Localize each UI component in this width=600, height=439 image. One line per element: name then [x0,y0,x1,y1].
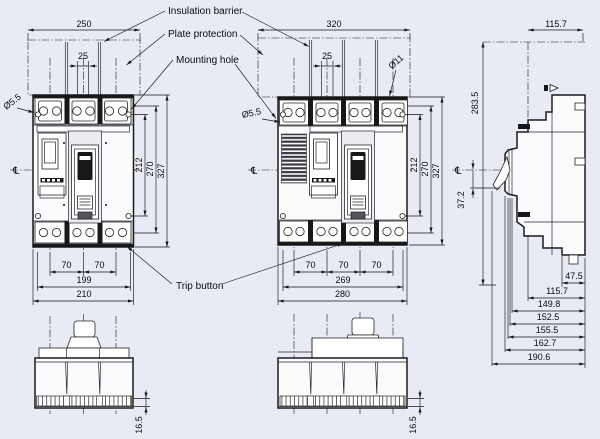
dim-16p5-3p: 16.5 [134,416,144,434]
bottom-terminals-4p [279,220,408,243]
dim-37p2: 37.2 [456,191,466,209]
dim-115p7-stack: 115.7 [546,286,568,296]
side-dimensions: 115.7 283.5 37.2 47.5 115.7 149.8 152.5 … [456,19,586,368]
dim-212-3p: 212 [134,157,144,172]
handle-knob-3p [73,320,96,338]
dim-162p7: 162.7 [534,338,557,348]
front-view-4pole: ℄ [248,37,412,248]
dim-152p5: 152.5 [537,312,560,322]
dim-269: 269 [335,275,350,285]
label-mounting-hole: Mounting hole [176,55,239,66]
trip-button-4p [350,211,366,220]
terminal-peg [568,254,579,265]
callout-labels: Insulation barrier Plate protection Moun… [103,6,344,292]
dim-dia5p5-4p: Ø5.5 [241,106,262,120]
on-indicator-icon [544,83,559,93]
dim-270-4p: 270 [420,161,430,176]
label-plate-protection: Plate protection [168,29,238,40]
dim-70a-4p: 70 [305,260,315,270]
handle-lever [492,155,511,191]
label-trip-button: Trip button [176,281,223,292]
dim-250: 250 [76,19,91,29]
dim-320: 320 [326,19,341,29]
dim-149p8: 149.8 [538,299,561,309]
dim-190p6: 190.6 [528,352,551,362]
dim-47p5: 47.5 [565,271,583,281]
handle-knob-4p [351,317,375,336]
dim-210: 210 [76,289,91,299]
bottom-view-3pole: 16.5 [34,314,150,434]
top-terminals-3p [34,97,132,125]
centerline-symbol-4p: ℄ [250,166,258,177]
dim-199: 199 [76,275,91,285]
bottom-terminals-3p [34,221,132,244]
neutral-pole-hatch [281,133,307,184]
dim-283p5: 283.5 [470,92,480,115]
dim-25-4p: 25 [322,51,332,61]
label-insulation-barrier: Insulation barrier [168,6,243,17]
dim-280: 280 [335,289,350,299]
front-view-3pole: ℄ [10,39,142,250]
dim-115p7-top: 115.7 [545,19,567,29]
trip-button-3p [77,211,93,220]
bottom-view-4pole: 16.5 [277,312,424,434]
side-view: ℄ [452,41,586,265]
dim-70c-4p: 70 [371,260,381,270]
mounting-holes-4p [279,111,406,219]
dim-212-4p: 212 [409,157,419,172]
front3-dimensions: 250 25 Ø5.5 212 270 327 70 70 199 210 [1,19,170,305]
dim-70b-4p: 70 [338,260,348,270]
dim-70a-3p: 70 [61,260,71,270]
centerline-symbol: ℄ [12,166,20,177]
dim-270-3p: 270 [145,161,155,176]
top-terminals-4p [279,99,408,126]
dim-155p5: 155.5 [536,325,559,335]
dim-25-3p: 25 [78,51,88,61]
dim-70b-3p: 70 [94,260,104,270]
dim-16p5-4p: 16.5 [408,416,418,434]
centerline-symbol-side: ℄ [454,166,462,177]
dim-327-3p: 327 [156,163,166,178]
dim-327-4p: 327 [431,163,441,178]
